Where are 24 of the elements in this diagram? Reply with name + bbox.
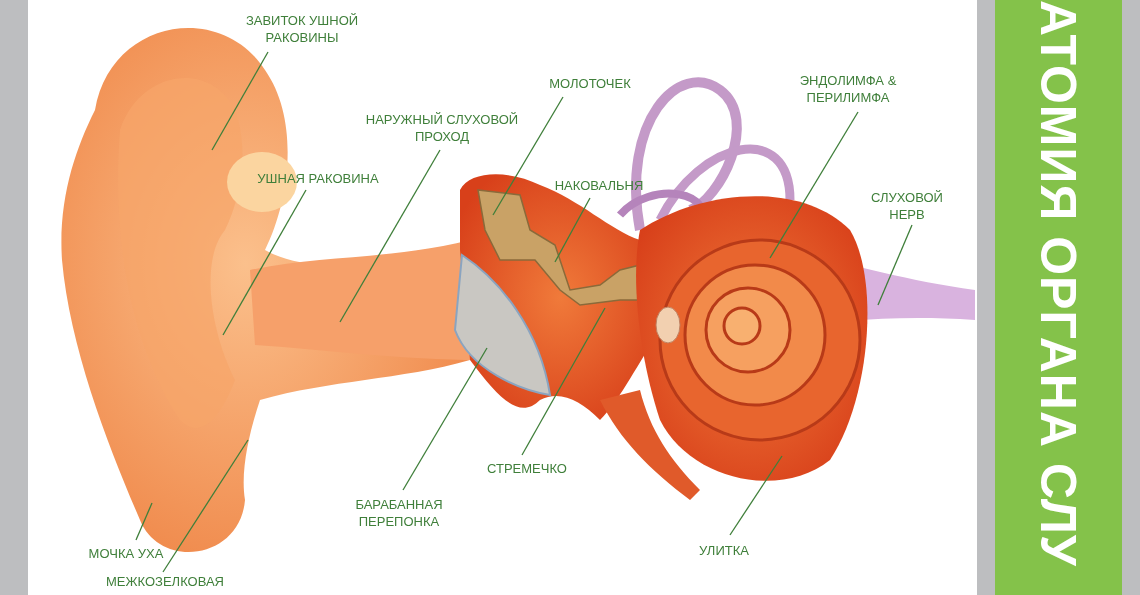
part-label: УЛИТКА bbox=[684, 542, 764, 559]
leader-line bbox=[402, 347, 488, 491]
leader-line bbox=[162, 439, 249, 573]
leader-line bbox=[729, 455, 783, 536]
leader-line bbox=[135, 502, 153, 541]
part-label: НАРУЖНЫЙ СЛУХОВОЙ ПРОХОД bbox=[357, 111, 527, 145]
part-label: НАКОВАЛЬНЯ bbox=[549, 177, 649, 194]
leader-line bbox=[339, 149, 441, 323]
part-label: МОЧКА УХА bbox=[76, 545, 176, 562]
leader-line bbox=[769, 111, 859, 259]
title: АТОМИЯ ОРГАНА СЛУ bbox=[1033, 0, 1083, 567]
leader-line bbox=[492, 96, 564, 216]
leader-line bbox=[554, 197, 591, 263]
part-label: СЛУХОВОЙ НЕРВ bbox=[862, 189, 952, 223]
leader-line bbox=[521, 307, 606, 456]
part-label: МОЛОТОЧЕК bbox=[540, 75, 640, 92]
part-label: ЭНДОЛИМФА & ПЕРИЛИМФА bbox=[788, 72, 908, 106]
part-label: СТРЕМЕЧКО bbox=[477, 460, 577, 477]
leader-line bbox=[222, 189, 307, 336]
leader-line bbox=[877, 224, 913, 306]
part-label: МЕЖКОЗЕЛКОВАЯ bbox=[95, 573, 235, 590]
part-label: ЗАВИТОК УШНОЙ РАКОВИНЫ bbox=[239, 12, 365, 46]
part-label: УШНАЯ РАКОВИНА bbox=[248, 170, 388, 187]
part-label: БАРАБАННАЯ ПЕРЕПОНКА bbox=[344, 496, 454, 530]
